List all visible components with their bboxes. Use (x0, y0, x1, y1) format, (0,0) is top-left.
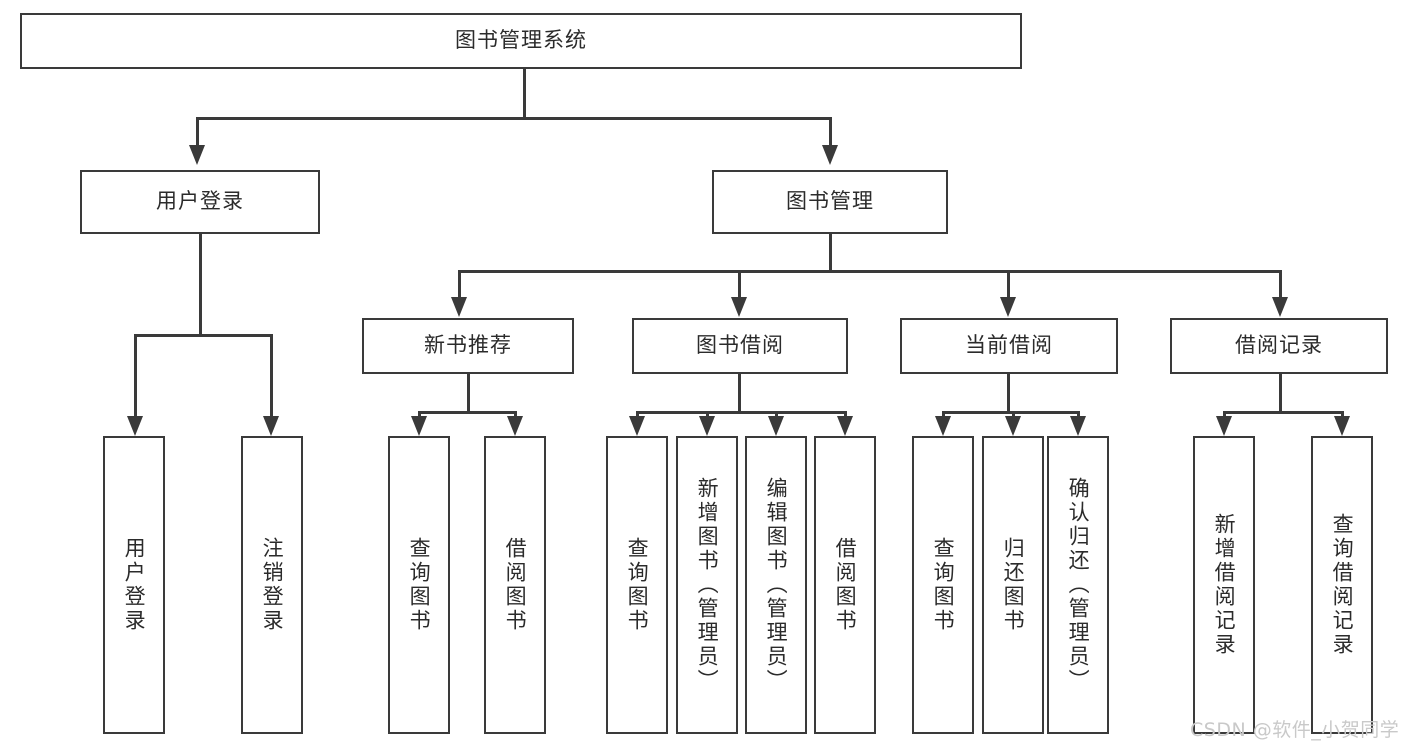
connector-new-book-drop-2 (514, 411, 517, 418)
node-leaf-logout-login[interactable]: 注销登录 (241, 436, 303, 734)
node-leaf-query-record[interactable]: 查询借阅记录 (1311, 436, 1373, 734)
node-leaf-borrow-book-1[interactable]: 借阅图书 (484, 436, 546, 734)
node-label: 借阅图书 (503, 537, 528, 633)
connector-book-borrow-drop-4 (844, 411, 847, 418)
node-current-borrow[interactable]: 当前借阅 (900, 318, 1118, 374)
node-label: 用户登录 (156, 189, 244, 214)
node-label: 新书推荐 (424, 333, 512, 358)
node-label: 新增借阅记录 (1212, 513, 1237, 657)
node-label: 用户登录 (122, 537, 147, 633)
connector-new-book-stem (467, 374, 470, 412)
connector-title-stem (523, 69, 526, 119)
arrowhead-borrow-record (1272, 297, 1288, 317)
connector-level2-bar (196, 117, 832, 120)
node-label: 查询图书 (407, 537, 432, 633)
connector-to-current-borrow (1007, 270, 1010, 298)
connector-to-borrow-record (1279, 270, 1282, 298)
arrowhead-leaf-confirm-return (1070, 416, 1086, 436)
node-user-login[interactable]: 用户登录 (80, 170, 320, 234)
node-leaf-edit-book[interactable]: 编辑图书（管理员） (745, 436, 807, 734)
node-label: 图书管理系统 (455, 28, 587, 53)
node-label: 借阅记录 (1235, 333, 1323, 358)
node-leaf-add-book[interactable]: 新增图书（管理员） (676, 436, 738, 734)
watermark-text: CSDN @软件_小贺同学 (1190, 719, 1400, 741)
connector-current-borrow-stem (1007, 374, 1010, 412)
connector-to-book-borrow (738, 270, 741, 298)
node-label: 借阅图书 (833, 537, 858, 633)
connector-to-new-book-recommend (458, 270, 461, 298)
node-label: 查询图书 (931, 537, 956, 633)
arrowhead-leaf-logout-login (263, 416, 279, 436)
arrowhead-leaf-edit-book (768, 416, 784, 436)
node-label: 查询图书 (625, 537, 650, 633)
arrowhead-leaf-add-book (699, 416, 715, 436)
connector-user-login-drop-1 (134, 334, 137, 416)
arrowhead-leaf-query-record (1334, 416, 1350, 436)
arrowhead-current-borrow (1000, 297, 1016, 317)
node-leaf-add-record[interactable]: 新增借阅记录 (1193, 436, 1255, 734)
connector-current-borrow-drop-3 (1077, 411, 1080, 418)
node-label: 归还图书 (1001, 537, 1026, 633)
arrowhead-leaf-borrow-book-1 (507, 416, 523, 436)
node-leaf-query-book-2[interactable]: 查询图书 (606, 436, 668, 734)
connector-new-book-bar (418, 411, 517, 414)
arrowhead-user-login (189, 145, 205, 165)
arrowhead-leaf-query-book-2 (629, 416, 645, 436)
node-label: 确认归还（管理员） (1066, 477, 1091, 693)
connector-book-borrow-drop-2 (706, 411, 709, 418)
arrowhead-leaf-user-login (127, 416, 143, 436)
node-leaf-query-book-3[interactable]: 查询图书 (912, 436, 974, 734)
connector-current-borrow-drop-1 (942, 411, 945, 418)
connector-book-borrow-stem (738, 374, 741, 412)
node-borrow-record[interactable]: 借阅记录 (1170, 318, 1388, 374)
connector-borrow-record-bar (1223, 411, 1343, 414)
connector-user-login-stem (199, 234, 202, 335)
arrowhead-leaf-return-book (1005, 416, 1021, 436)
connector-to-book-management (829, 117, 832, 145)
arrowhead-leaf-borrow-book-2 (837, 416, 853, 436)
connector-book-borrow-drop-3 (775, 411, 778, 418)
arrowhead-leaf-query-book-3 (935, 416, 951, 436)
connector-level3-bar (458, 270, 1282, 273)
node-book-management[interactable]: 图书管理 (712, 170, 948, 234)
arrowhead-book-borrow (731, 297, 747, 317)
connector-user-login-bar (134, 334, 273, 337)
node-label: 新增图书（管理员） (695, 477, 720, 693)
connector-borrow-record-drop-1 (1223, 411, 1226, 418)
arrowhead-leaf-query-book-1 (411, 416, 427, 436)
connector-user-login-drop-2 (270, 334, 273, 416)
connector-current-borrow-drop-2 (1012, 411, 1015, 418)
node-label: 编辑图书（管理员） (764, 477, 789, 693)
node-label: 图书管理 (786, 189, 874, 214)
node-leaf-confirm-return[interactable]: 确认归还（管理员） (1047, 436, 1109, 734)
arrowhead-leaf-add-record (1216, 416, 1232, 436)
node-label: 注销登录 (260, 537, 285, 633)
node-leaf-borrow-book-2[interactable]: 借阅图书 (814, 436, 876, 734)
connector-to-user-login (196, 117, 199, 145)
node-label: 当前借阅 (965, 333, 1053, 358)
connector-book-borrow-bar (636, 411, 846, 414)
node-label: 查询借阅记录 (1330, 513, 1355, 657)
arrowhead-book-management (822, 145, 838, 165)
node-book-management-system[interactable]: 图书管理系统 (20, 13, 1022, 69)
connector-borrow-record-drop-2 (1341, 411, 1344, 418)
node-new-book-recommend[interactable]: 新书推荐 (362, 318, 574, 374)
connector-borrow-record-stem (1279, 374, 1282, 412)
node-leaf-query-book-1[interactable]: 查询图书 (388, 436, 450, 734)
arrowhead-new-book-recommend (451, 297, 467, 317)
connector-book-borrow-drop-1 (636, 411, 639, 418)
connector-book-management-stem (829, 234, 832, 271)
node-leaf-user-login[interactable]: 用户登录 (103, 436, 165, 734)
node-leaf-return-book[interactable]: 归还图书 (982, 436, 1044, 734)
connector-current-borrow-bar (942, 411, 1079, 414)
node-label: 图书借阅 (696, 333, 784, 358)
node-book-borrow[interactable]: 图书借阅 (632, 318, 848, 374)
connector-new-book-drop-1 (418, 411, 421, 418)
